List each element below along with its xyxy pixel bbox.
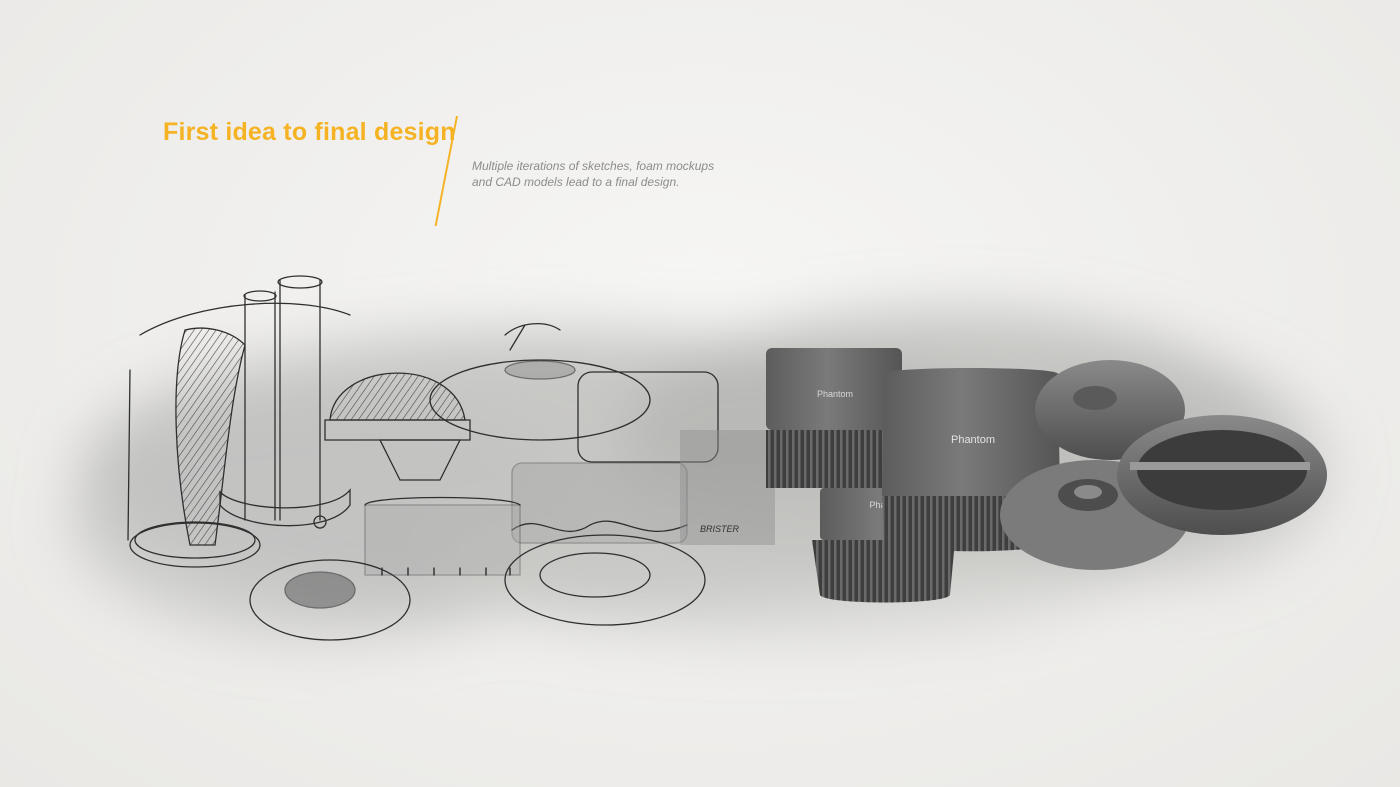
disc-renders bbox=[1000, 360, 1327, 570]
page-title: First idea to final design bbox=[163, 118, 456, 146]
description-line-1: Multiple iterations of sketches, foam mo… bbox=[472, 159, 715, 173]
product-label-back: Phantom bbox=[817, 389, 853, 399]
product-label-front: Phantom bbox=[951, 434, 995, 446]
sketch-annotation: BRISTER bbox=[700, 524, 740, 534]
product-render-back: Phantom bbox=[766, 348, 902, 488]
product-label-lower: Phan bbox=[869, 500, 890, 510]
pencil-sketches bbox=[127, 275, 775, 641]
page-description: Multiple iterations of sketches, foam mo… bbox=[472, 158, 732, 190]
description-line-2: and CAD models lead to a final design. bbox=[472, 175, 680, 189]
